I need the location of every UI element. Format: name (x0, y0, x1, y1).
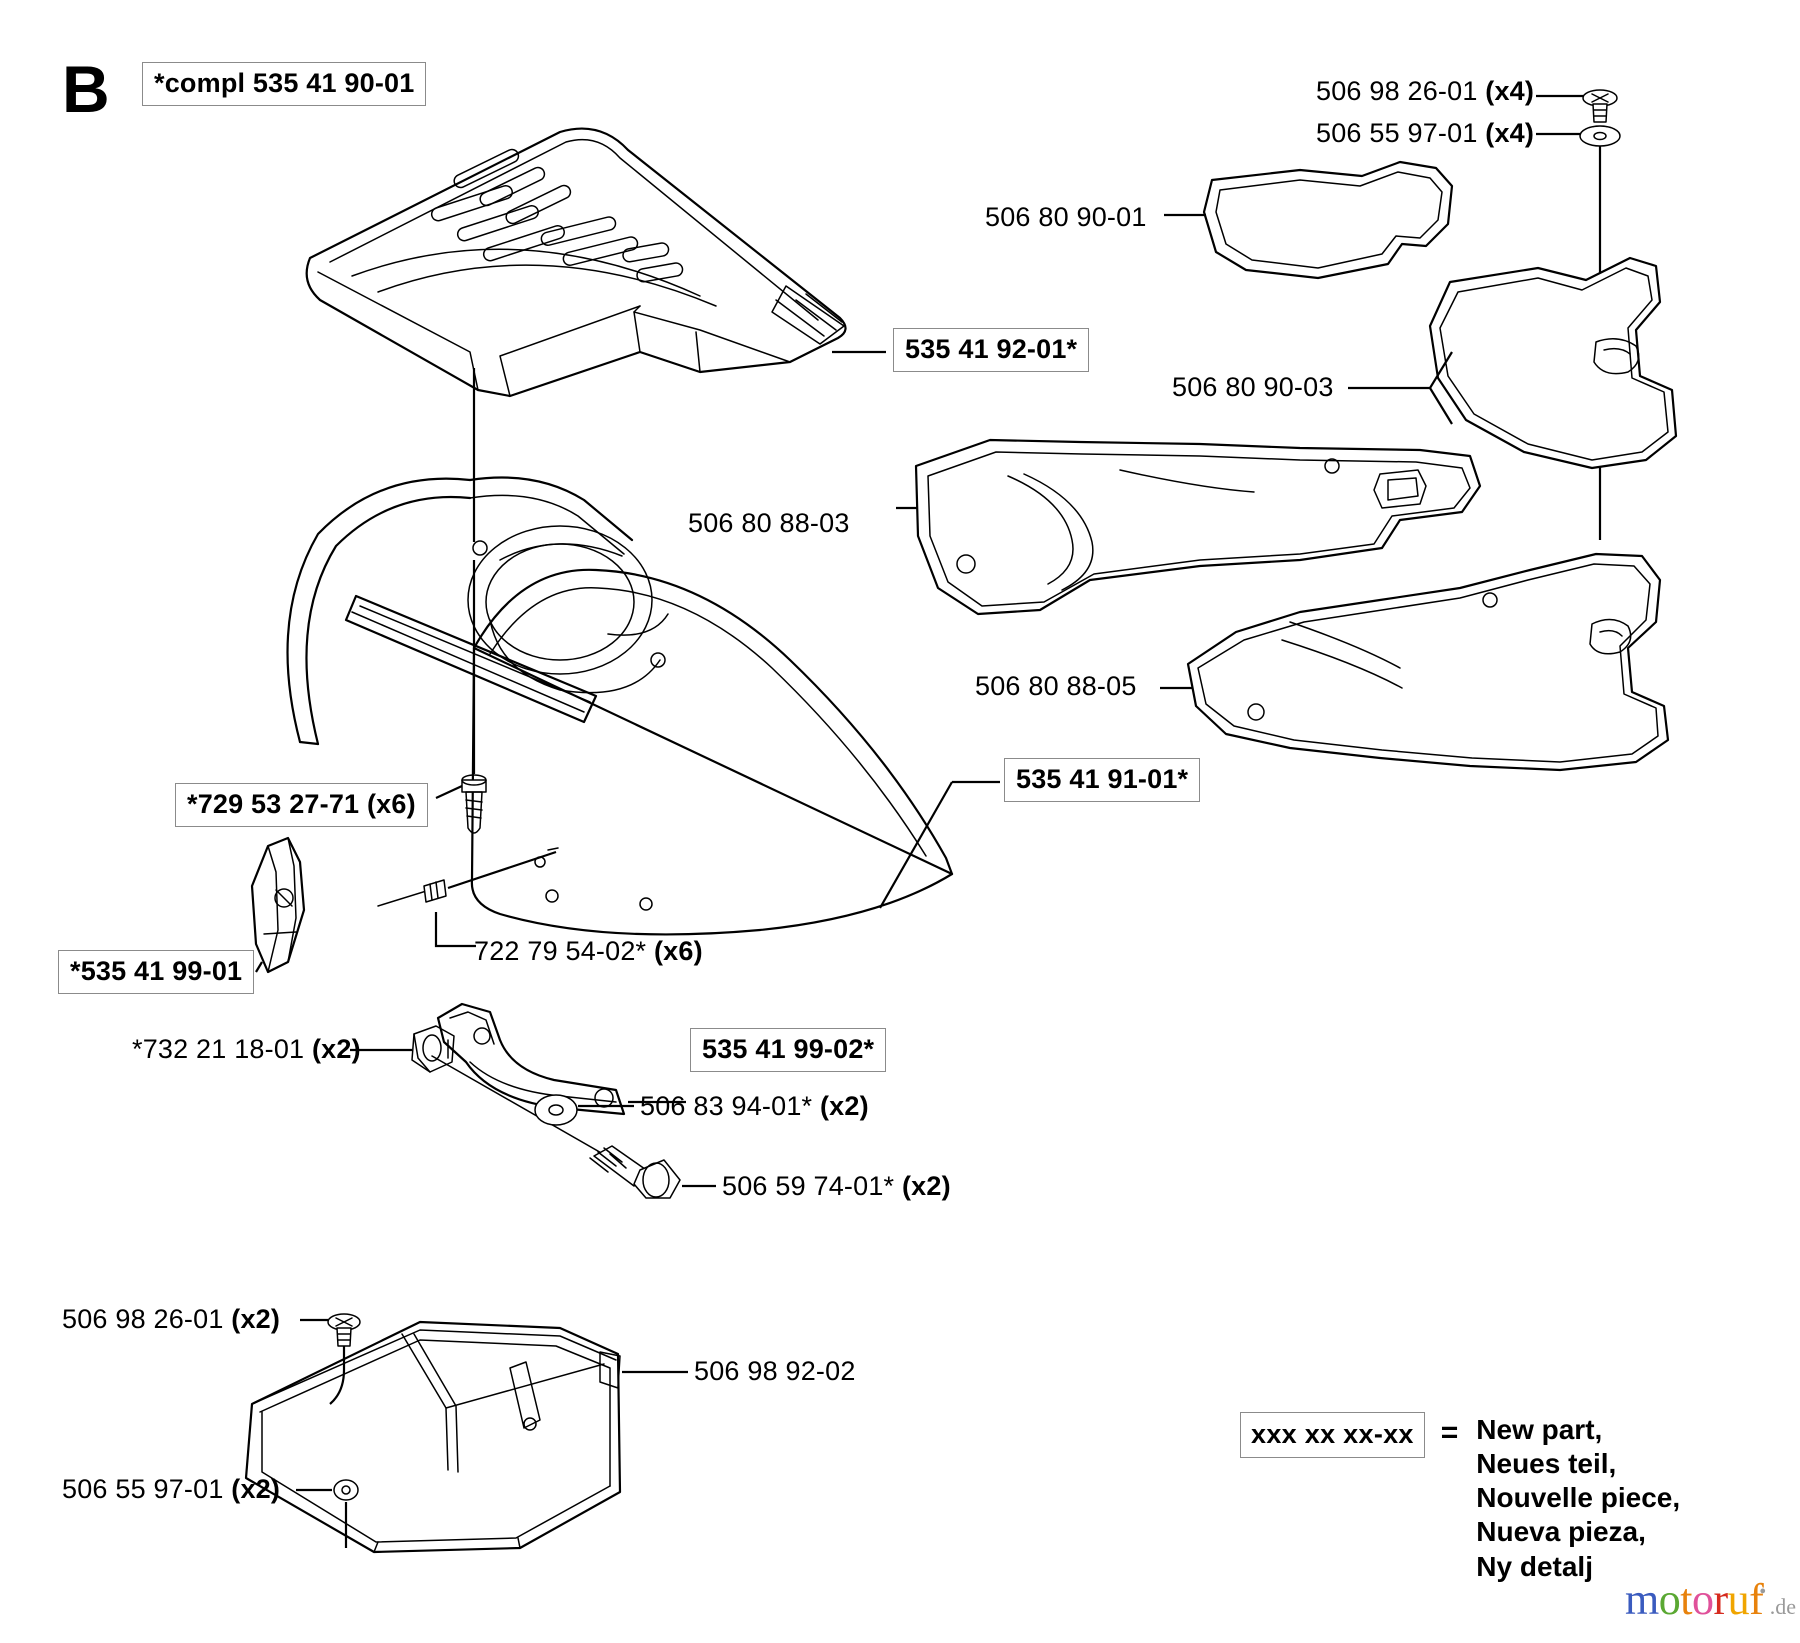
watermark-letter-0: m (1625, 1575, 1659, 1624)
part-number: 506 59 74-01* (722, 1171, 895, 1201)
label-722-79-54-02: 722 79 54-02* (x6) (474, 938, 703, 965)
label-506-80-90-03: 506 80 90-03 (1172, 372, 1334, 402)
label-506-80-90-01: 506 80 90-01 (985, 202, 1147, 232)
washer-bolt-part (431, 1055, 681, 1199)
upper-right-liner-part (1428, 256, 1678, 470)
label-506-55-97-01-bottom: 506 55 97-01 (x2) (62, 1476, 280, 1503)
watermark-suffix: .de (1769, 1594, 1797, 1619)
bottom-washer-part (333, 1479, 359, 1548)
label-535-41-99-02: 535 41 99-02* (690, 1028, 887, 1072)
part-number: *732 21 18-01 (132, 1034, 305, 1064)
part-quantity: (x4) (1485, 118, 1535, 148)
hood-screw-part (461, 774, 487, 834)
part-number: 722 79 54-02* (474, 936, 647, 966)
watermark-letter-3: o (1691, 1575, 1714, 1624)
lower-seat-liner-part (1186, 552, 1670, 772)
label-506-83-94-01: 506 83 94-01* (x2) (640, 1093, 869, 1120)
mid-bracket-part (436, 1002, 626, 1116)
legend-term-de: Neues teil, (1476, 1448, 1617, 1480)
legend-term-sv: Ny detalj (1476, 1550, 1593, 1582)
label-506-98-26-01-top: 506 98 26-01 (x4) (1316, 78, 1534, 105)
part-number: 506 83 94-01* (640, 1091, 813, 1121)
legend-term-es: Nueva pieza, (1476, 1516, 1646, 1548)
label-729-53-27-71: *729 53 27-71 (x6) (175, 783, 428, 827)
legend-term-fr: Nouvelle piece, (1476, 1482, 1681, 1514)
label-506-59-74-01: 506 59 74-01* (x2) (722, 1173, 951, 1200)
part-quantity: (x2) (231, 1304, 281, 1334)
watermark-letter-2: t (1680, 1575, 1692, 1624)
legend-term-en: New part, (1476, 1414, 1603, 1445)
part-quantity: (x2) (819, 1091, 869, 1121)
section-letter: B (62, 52, 110, 126)
label-506-98-92-02: 506 98 92-02 (694, 1356, 856, 1386)
label-506-80-88-05: 506 80 88-05 (975, 671, 1137, 701)
watermark-letter-4: r (1713, 1575, 1728, 1624)
part-quantity: (x2) (311, 1034, 361, 1064)
watermark-motoruf: motoruf•.de (1625, 1578, 1796, 1622)
part-quantity: (x4) (1485, 76, 1535, 106)
upper-seat-liner-part (914, 438, 1482, 616)
part-number: 506 55 97-01 (1316, 118, 1478, 148)
legend-key: xxx xx xx-xx (1240, 1412, 1425, 1458)
left-bracket-part (250, 836, 306, 974)
part-quantity: (x6) (653, 936, 703, 966)
legend: xxx xx xx-xx = New part, Neues teil, Nou… (1240, 1412, 1680, 1584)
part-number: 506 55 97-01 (62, 1474, 224, 1504)
hood-body-part (286, 476, 954, 936)
label-732-21-18-01: *732 21 18-01 (x2) (132, 1036, 361, 1063)
bottom-screw-part (327, 1313, 361, 1405)
part-number: 506 98 26-01 (1316, 76, 1478, 106)
label-535-41-92-01: 535 41 92-01* (893, 328, 1090, 372)
label-535-41-91-01: 535 41 91-01* (1004, 758, 1201, 802)
watermark-dot: • (1759, 1581, 1766, 1603)
part-quantity: (x2) (231, 1474, 281, 1504)
small-gasket-part (1202, 160, 1454, 280)
label-506-55-97-01-top: 506 55 97-01 (x4) (1316, 120, 1534, 147)
rivet-pin-part (377, 847, 559, 907)
watermark-letter-6: f (1749, 1575, 1764, 1624)
part-quantity: (x2) (901, 1171, 951, 1201)
tank-cover-part (244, 1320, 622, 1554)
label-535-41-99-01: *535 41 99-01 (58, 950, 255, 994)
watermark-letter-5: u (1727, 1575, 1750, 1624)
watermark-letter-1: o (1658, 1575, 1681, 1624)
label-506-80-88-03: 506 80 88-03 (688, 508, 850, 538)
watermark-letters: motoruf (1625, 1575, 1764, 1624)
assembly-label: *compl 535 41 90-01 (142, 62, 427, 106)
label-506-98-26-01-bottom: 506 98 26-01 (x2) (62, 1306, 280, 1333)
legend-terms: New part, Neues teil, Nouvelle piece, Nu… (1476, 1413, 1680, 1584)
legend-equals: = (1440, 1416, 1459, 1449)
vented-cover-part (305, 127, 847, 398)
part-number: 506 98 26-01 (62, 1304, 224, 1334)
